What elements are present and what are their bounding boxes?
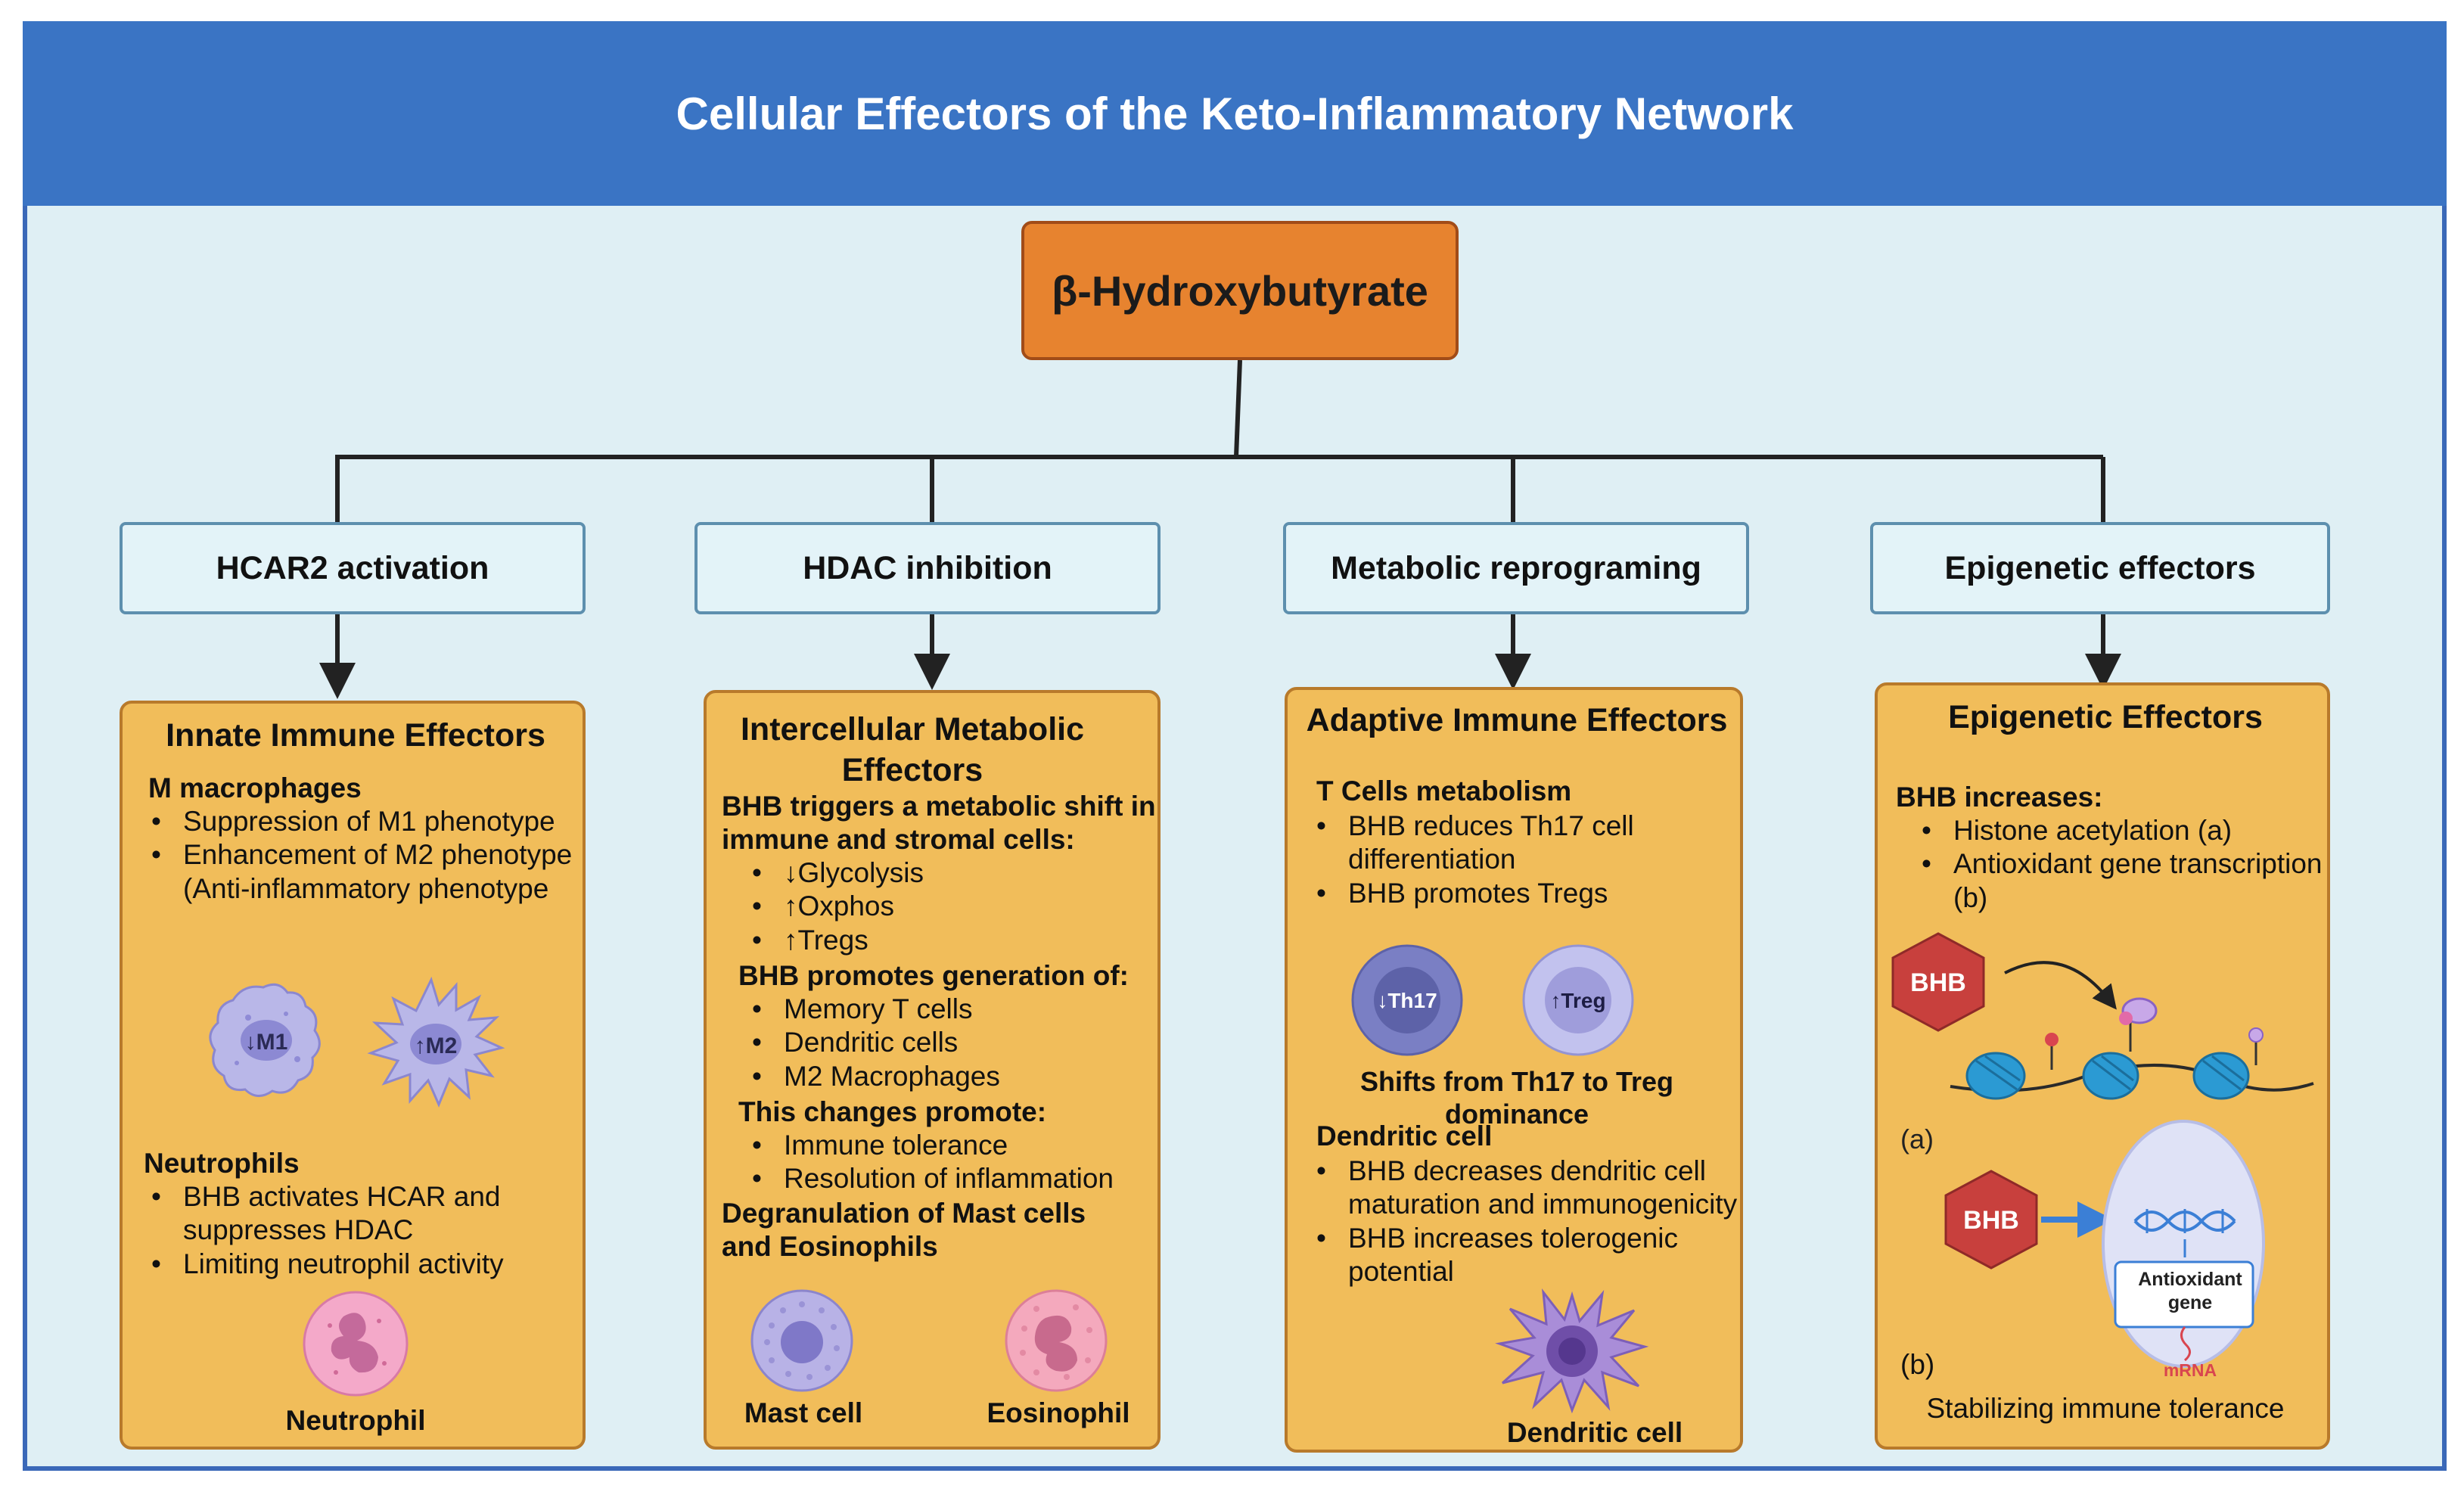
shift-caption: Shifts from Th17 to Treg dominance	[1359, 1066, 1674, 1130]
diagram-title: Cellular Effectors of the Keto-Inflammat…	[676, 88, 1794, 139]
list-item: Resolution of inflammation	[752, 1162, 1192, 1196]
increases-heading: BHB increases:	[1896, 782, 2103, 813]
list-item: BHB promotes Tregs	[1316, 877, 1772, 911]
treg-cell-icon: ↑Treg	[1522, 944, 1634, 1056]
t-cell-list: BHB reduces Th17 cell differentiation BH…	[1304, 810, 1772, 911]
list-item: ↑Tregs	[752, 924, 1192, 958]
neutrophil-icon	[303, 1291, 409, 1397]
bhb-label-a: BHB	[1910, 968, 1966, 997]
panel-b-label: (b)	[1900, 1349, 1935, 1380]
epigenetic-illustration: BHB (a) BHB	[1891, 932, 2314, 1368]
neutrophil-label: Neutrophil	[285, 1405, 426, 1436]
macrophage-list: Suppression of M1 phenotype Enhancement …	[139, 805, 607, 906]
metabolic-title: Intercellular Metabolic Effectors	[740, 711, 1085, 788]
shift-list: ↓Glycolysis ↑Oxphos ↑Tregs	[740, 856, 1192, 958]
mechanism-hcar2: HCAR2 activation	[120, 522, 586, 614]
neutrophil-heading: Neutrophils	[144, 1148, 300, 1179]
mechanism-metabolic: Metabolic reprograming	[1283, 522, 1749, 614]
acetyl-group-icon	[2045, 997, 2264, 1070]
list-item: BHB activates HCAR and suppresses HDAC	[151, 1180, 607, 1248]
antioxidant-gene-label: Antioxidant gene	[2138, 1269, 2242, 1314]
list-item: Dendritic cells	[752, 1026, 1192, 1060]
epigenetic-title: Epigenetic Effectors	[1948, 699, 2263, 735]
list-item: ↓Glycolysis	[752, 856, 1192, 890]
list-item: Enhancement of M2 phenotype (Anti-inflam…	[151, 838, 607, 906]
mast-cell-icon	[750, 1289, 853, 1392]
th17-label: ↓Th17	[1377, 989, 1437, 1012]
list-item: Antioxidant gene transcription (b)	[1922, 847, 2347, 915]
changes-heading: This changes promote:	[738, 1096, 1047, 1127]
m1-label: ↓M1	[245, 1030, 288, 1055]
bhb-hexagon-a-icon: BHB	[1891, 932, 1985, 1032]
root-stem-line	[1234, 359, 1242, 458]
dendritic-list: BHB decreases dendritic cell maturation …	[1304, 1155, 1772, 1289]
root-node: β-Hydroxybutyrate	[1021, 221, 1459, 360]
shift-heading: BHB triggers a metabolic shift in immune…	[722, 791, 1156, 856]
list-item: Memory T cells	[752, 993, 1192, 1027]
macrophage-illustration: ↓M1 ↑M2	[209, 976, 505, 1108]
th17-cell-icon: ↓Th17	[1351, 944, 1463, 1056]
increases-list: Histone acetylation (a) Antioxidant gene…	[1909, 814, 2347, 915]
list-item: BHB decreases dendritic cell maturation …	[1316, 1155, 1772, 1222]
mechanism-hdac: HDAC inhibition	[694, 522, 1161, 614]
list-item: ↑Oxphos	[752, 890, 1192, 924]
generation-heading: BHB promotes generation of:	[738, 960, 1129, 991]
changes-list: Immune tolerance Resolution of inflammat…	[740, 1129, 1192, 1196]
list-item: M2 Macrophages	[752, 1060, 1192, 1094]
m2-macrophage-icon: ↑M2	[367, 976, 505, 1108]
degranulation-heading: Degranulation of Mast cells and Eosinoph…	[722, 1198, 1086, 1263]
nucleus-icon	[2102, 1120, 2265, 1368]
dendritic-heading: Dendritic cell	[1316, 1120, 1493, 1151]
mrna-label: mRNA	[2163, 1360, 2217, 1380]
bhb-label-b: BHB	[1963, 1206, 2019, 1235]
m1-macrophage-icon: ↓M1	[209, 983, 321, 1097]
treg-label: ↑Treg	[1550, 989, 1605, 1012]
epigenetic-caption: Stabilizing immune tolerance	[1926, 1393, 2285, 1424]
list-item: Immune tolerance	[752, 1129, 1192, 1163]
generation-list: Memory T cells Dendritic cells M2 Macrop…	[740, 993, 1192, 1094]
t-cell-illustration: ↓Th17 ↑Treg	[1351, 944, 1634, 1056]
bhb-hexagon-b-icon: BHB	[1944, 1170, 2038, 1270]
innate-card: Innate Immune Effectors M macrophages Su…	[120, 701, 586, 1450]
epigenetic-card: Epigenetic Effectors BHB increases: Hist…	[1875, 682, 2330, 1450]
adaptive-title: Adaptive Immune Effectors	[1306, 702, 1728, 738]
list-item: Limiting neutrophil activity	[151, 1248, 607, 1282]
mechanism-epigenetic: Epigenetic effectors	[1870, 522, 2330, 614]
list-item: Suppression of M1 phenotype	[151, 805, 607, 839]
dendritic-cell-icon	[1495, 1288, 1649, 1414]
metabolic-card: Intercellular Metabolic Effectors BHB tr…	[704, 690, 1161, 1450]
list-item: Histone acetylation (a)	[1922, 814, 2347, 848]
macrophage-heading: M macrophages	[148, 772, 362, 803]
innate-title: Innate Immune Effectors	[166, 717, 545, 754]
neutrophil-list: BHB activates HCAR and suppresses HDAC L…	[139, 1180, 607, 1282]
mast-cell-label: Mast cell	[744, 1397, 863, 1428]
t-cell-heading: T Cells metabolism	[1316, 775, 1572, 806]
m2-label: ↑M2	[415, 1033, 458, 1058]
eosinophil-icon	[1005, 1289, 1108, 1392]
acetylation-arrow-icon	[2004, 961, 2117, 1010]
dendritic-cell-label: Dendritic cell	[1506, 1417, 1683, 1448]
panel-a-label: (a)	[1900, 1124, 1934, 1155]
adaptive-card: Adaptive Immune Effectors T Cells metabo…	[1285, 687, 1743, 1453]
header-banner: Cellular Effectors of the Keto-Inflammat…	[23, 21, 2447, 206]
nucleosome-icon	[1965, 1052, 2250, 1100]
list-item: BHB increases tolerogenic potential	[1316, 1222, 1772, 1289]
eosinophil-label: Eosinophil	[987, 1397, 1130, 1428]
list-item: BHB reduces Th17 cell differentiation	[1316, 810, 1772, 877]
